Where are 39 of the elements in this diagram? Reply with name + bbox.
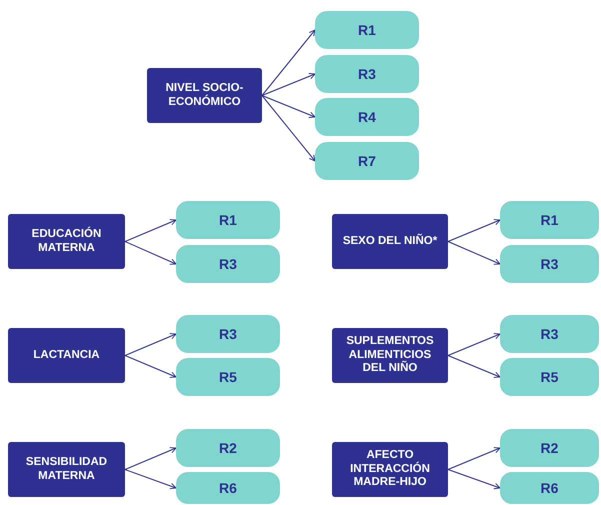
factor-box: EDUCACIÓN MATERNA: [8, 214, 125, 269]
arrow: [262, 30, 316, 96]
arrow: [262, 95, 316, 118]
arrow: [262, 73, 316, 96]
arrow: [124, 333, 176, 356]
result-box: R2: [500, 429, 599, 467]
arrow: [262, 95, 316, 162]
factor-box: AFECTO INTERACCIÓN MADRE-HIJO: [332, 442, 448, 497]
result-box: R2: [176, 429, 280, 467]
arrow: [124, 219, 176, 242]
arrow: [124, 469, 176, 490]
arrow: [448, 333, 500, 356]
result-box: R5: [500, 358, 599, 396]
result-box: R6: [176, 472, 280, 504]
result-box: R5: [176, 358, 280, 396]
arrow: [448, 241, 500, 265]
result-box: R6: [500, 472, 599, 504]
result-box: R3: [176, 315, 280, 353]
factor-box: SEXO DEL NIÑO*: [332, 214, 448, 269]
result-box: R3: [500, 245, 599, 283]
result-box: R3: [315, 55, 419, 93]
arrow: [448, 219, 500, 242]
result-box: R3: [500, 315, 599, 353]
arrow: [448, 469, 500, 490]
factor-box: SUPLEMENTOS ALIMENTICIOS DEL NIÑO: [332, 328, 448, 383]
arrow: [448, 355, 500, 378]
factor-box: NIVEL SOCIO- ECONÓMICO: [147, 68, 262, 123]
result-box: R3: [176, 245, 280, 283]
factor-box: LACTANCIA: [8, 328, 125, 383]
result-box: R7: [315, 142, 419, 180]
result-box: R4: [315, 98, 419, 136]
factor-box: SENSIBILIDAD MATERNA: [8, 442, 125, 497]
arrow: [448, 447, 500, 470]
arrow: [124, 241, 176, 265]
arrow: [124, 355, 176, 378]
arrow: [124, 447, 176, 470]
result-box: R1: [500, 201, 599, 239]
result-box: R1: [315, 11, 419, 49]
result-box: R1: [176, 201, 280, 239]
